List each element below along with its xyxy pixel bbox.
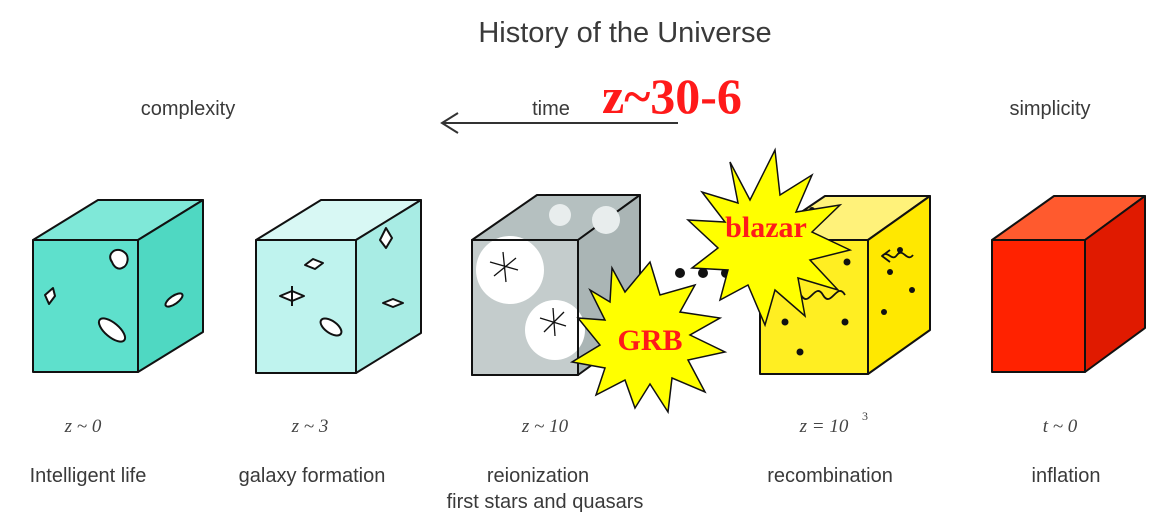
time-label: time [532,98,570,120]
redshift-label-reionization: z ~ 10 [521,416,569,437]
caption-reionization: reionization [487,465,589,487]
caption-recombination: recombination [767,465,893,487]
grb-burst: GRB [569,260,728,415]
redshift-label-intelligent-life: z ~ 0 [64,416,102,437]
grb-label: GRB [617,324,682,357]
cube-reionization [471,194,641,376]
redshift-label-recombination: z = 10 [799,416,849,437]
redshift-range-label: z~30-6 [602,68,742,124]
cube-galaxy-formation [255,199,422,374]
blazar-label: blazar [725,211,807,244]
redshift-label-galaxy-formation: z ~ 3 [291,416,329,437]
time-label-inflation: t ~ 0 [1043,416,1078,437]
caption-inflation: inflation [1032,465,1101,487]
complexity-label: complexity [141,98,235,120]
redshift-exponent-recombination: 3 [862,409,868,423]
cube-intelligent-life [32,199,204,373]
caption-intelligent-life: Intelligent life [30,465,147,487]
blazar-burst: blazar [685,147,853,328]
blazar-starburst-shape [685,147,853,328]
simplicity-label: simplicity [1009,98,1090,120]
diagram-title: History of the Universe [478,17,771,49]
cube-inflation [991,195,1146,373]
cube-recombination [759,195,931,375]
grb-starburst-shape [569,260,728,415]
subcaption-first-stars-quasars: first stars and quasars [447,491,644,513]
caption-galaxy-formation: galaxy formation [239,465,386,487]
time-arrow [440,112,678,134]
